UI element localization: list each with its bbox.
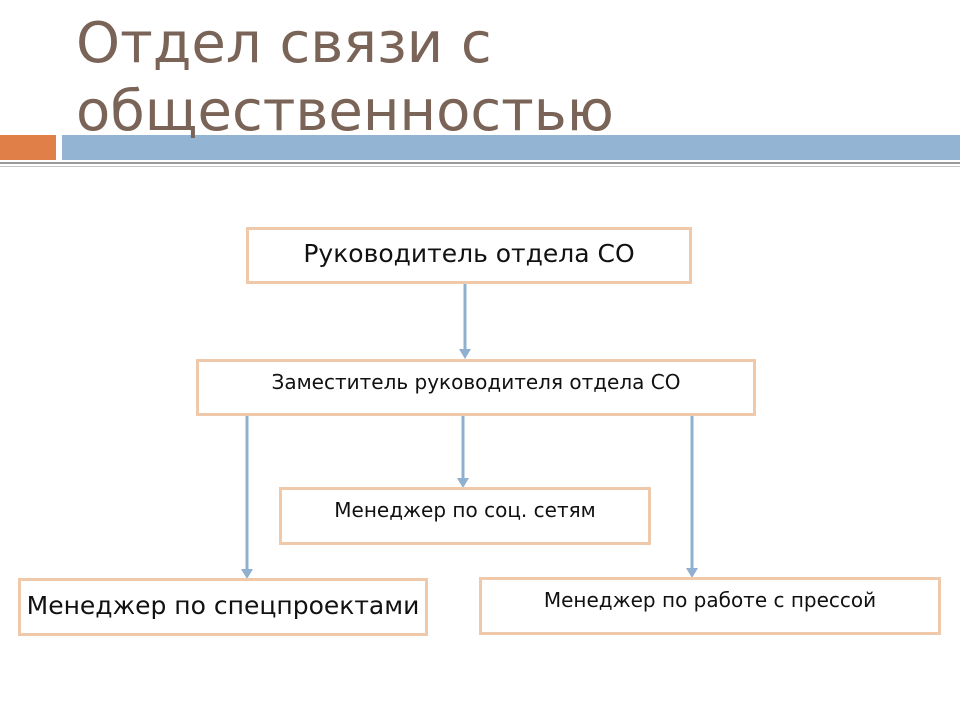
- node-social-media-manager: Менеджер по соц. сетям: [279, 487, 651, 545]
- node-deputy: Заместитель руководителя отдела СО: [196, 359, 756, 416]
- title-divider: [0, 162, 960, 164]
- node-press-manager: Менеджер по работе с прессой: [479, 577, 941, 635]
- node-special-projects-manager: Менеджер по спецпроектами: [18, 578, 428, 636]
- title-accent-bar: [0, 135, 56, 160]
- arrowhead-deputy-to-press: [686, 568, 698, 578]
- arrowhead-deputy-to-social: [457, 478, 469, 488]
- arrowhead-deputy-to-special: [241, 569, 253, 579]
- arrowhead-head-to-deputy: [459, 349, 471, 359]
- node-head: Руководитель отдела СО: [246, 227, 692, 284]
- title-divider-thin: [0, 166, 960, 167]
- slide-title: Отдел связи с общественностью: [76, 11, 614, 144]
- title-main-bar: [62, 135, 960, 160]
